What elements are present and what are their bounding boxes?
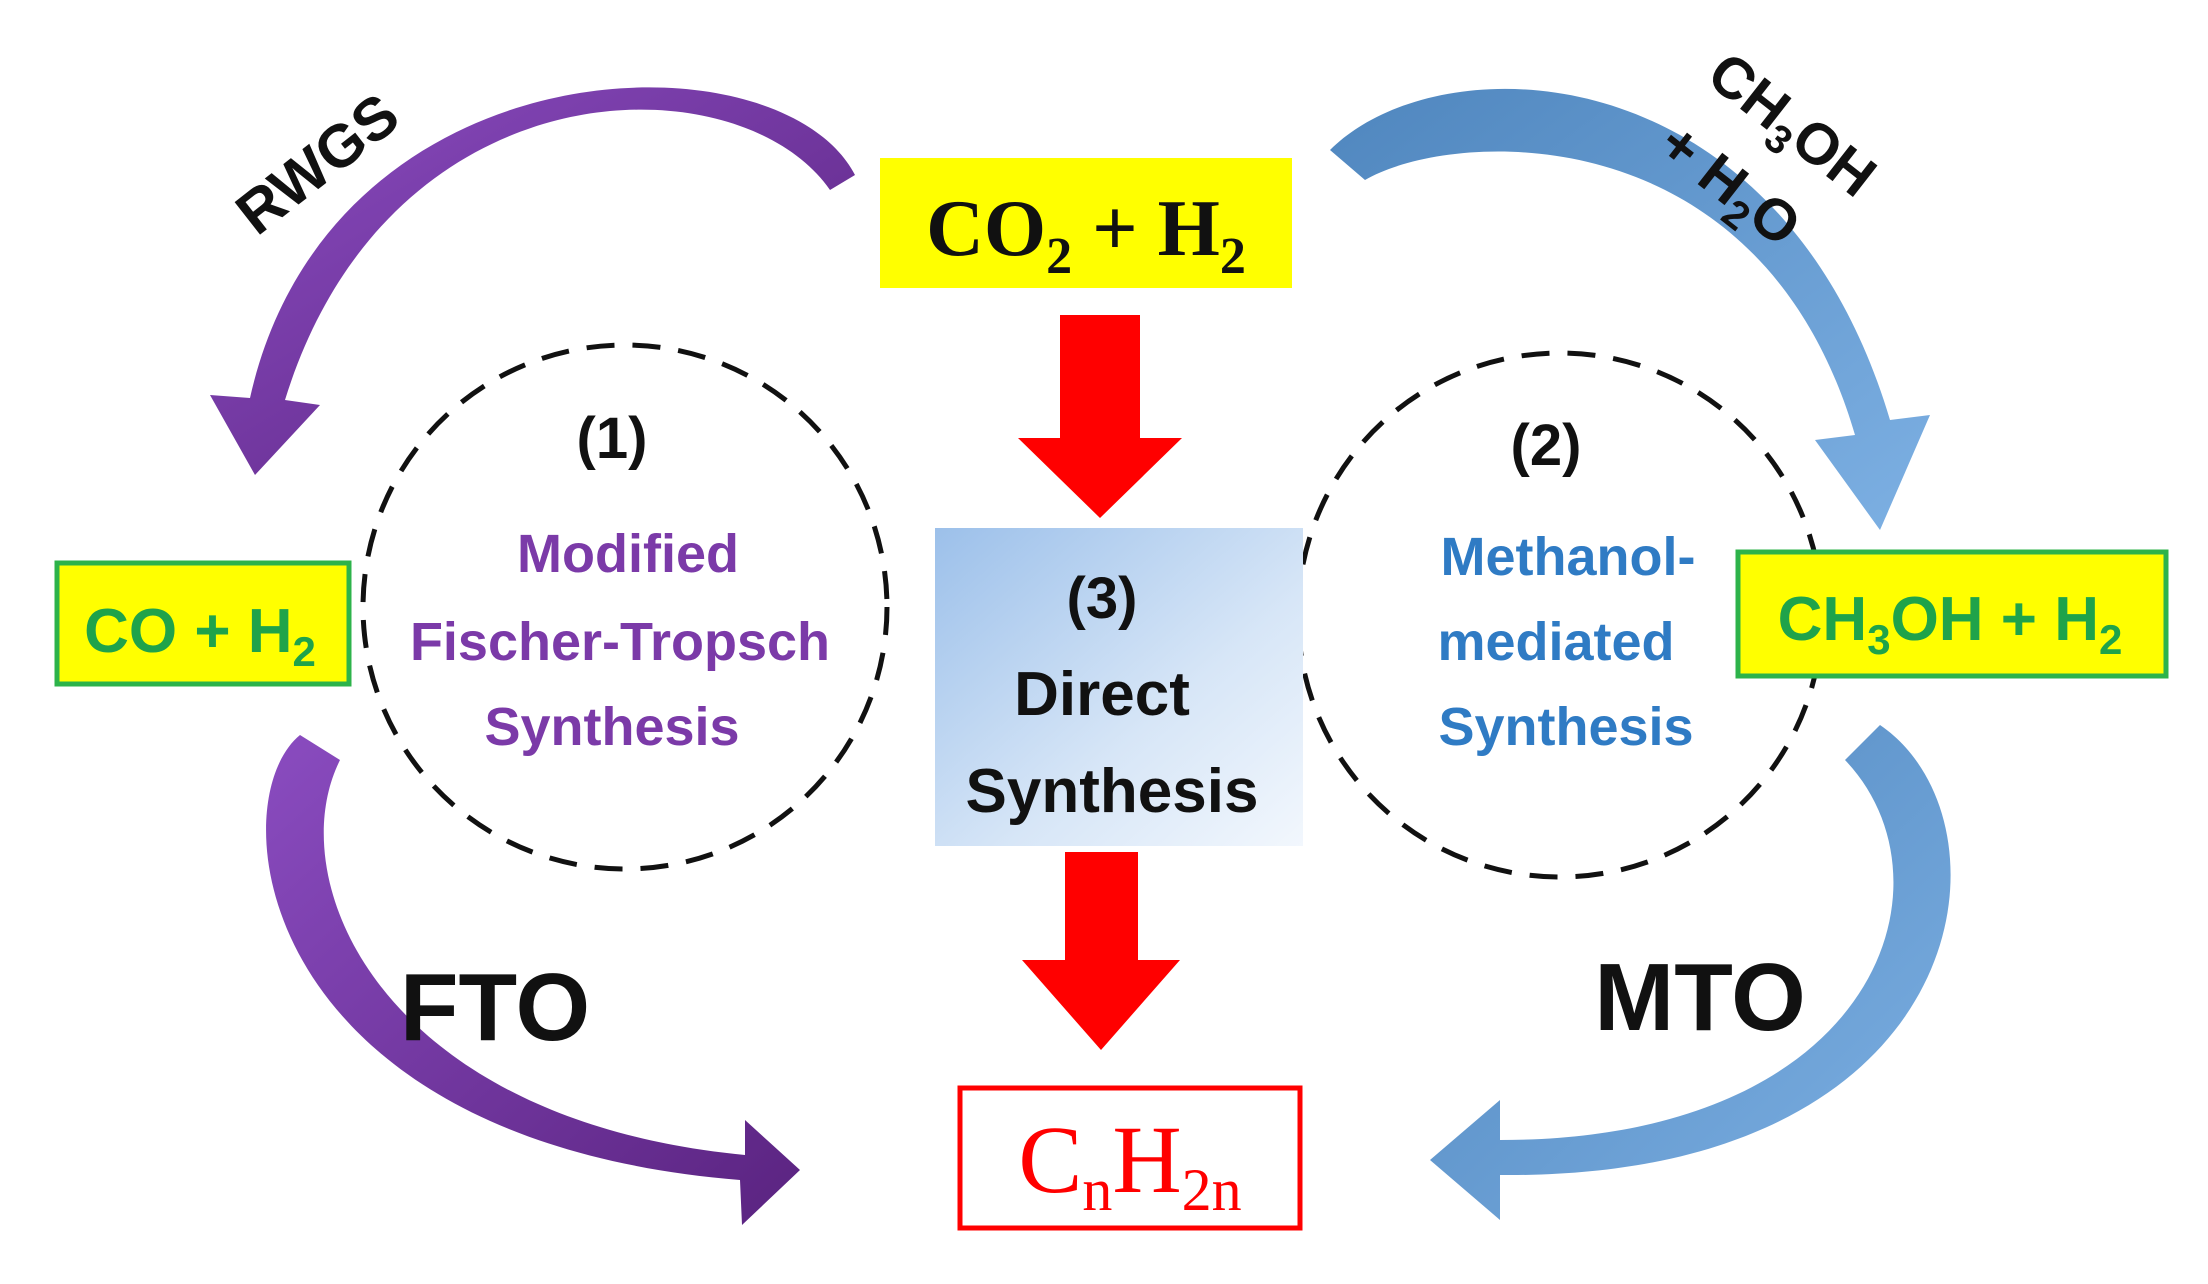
route-1-line1: Modified [517, 524, 739, 584]
route-2-line3: Synthesis [1438, 697, 1693, 757]
methanol-synthesis-arrow [1330, 88, 1930, 531]
co2-h2-box [880, 158, 1292, 288]
fto-label: FTO [400, 954, 590, 1061]
route-3-line1: Direct [1014, 660, 1190, 729]
cnh2n-box [957, 1085, 1303, 1231]
route-1-line2: Fischer-Tropsch [410, 612, 830, 672]
co-h2-label: CO + H2 [84, 597, 316, 675]
ch3oh-h2-box [1735, 549, 2169, 679]
route-2-line2: mediated [1437, 612, 1674, 672]
route-1-number: (1) [577, 406, 648, 471]
route-1-circle [360, 342, 890, 872]
direct-synthesis-box [935, 528, 1303, 846]
mto-label: MTO [1594, 944, 1806, 1051]
rwgs-arrow [210, 87, 855, 475]
down-arrow-top [1018, 315, 1182, 518]
ch3oh-h2-label: CH3OH + H2 [1778, 585, 2123, 663]
route-2-line1: Methanol- [1441, 527, 1696, 587]
route-1-line3: Synthesis [484, 697, 739, 757]
co-h2-box [54, 560, 352, 687]
down-arrow-bottom [1022, 852, 1180, 1050]
mto-arrow [1430, 725, 1951, 1220]
route-2-number: (2) [1511, 413, 1582, 478]
route-3-line2: Synthesis [966, 757, 1259, 826]
cnh2n-label: CnH2n [1018, 1106, 1241, 1223]
route-3-number: (3) [1067, 566, 1138, 631]
co2-h2-label: CO2 + H2 [926, 185, 1246, 285]
fto-arrow [266, 735, 800, 1225]
